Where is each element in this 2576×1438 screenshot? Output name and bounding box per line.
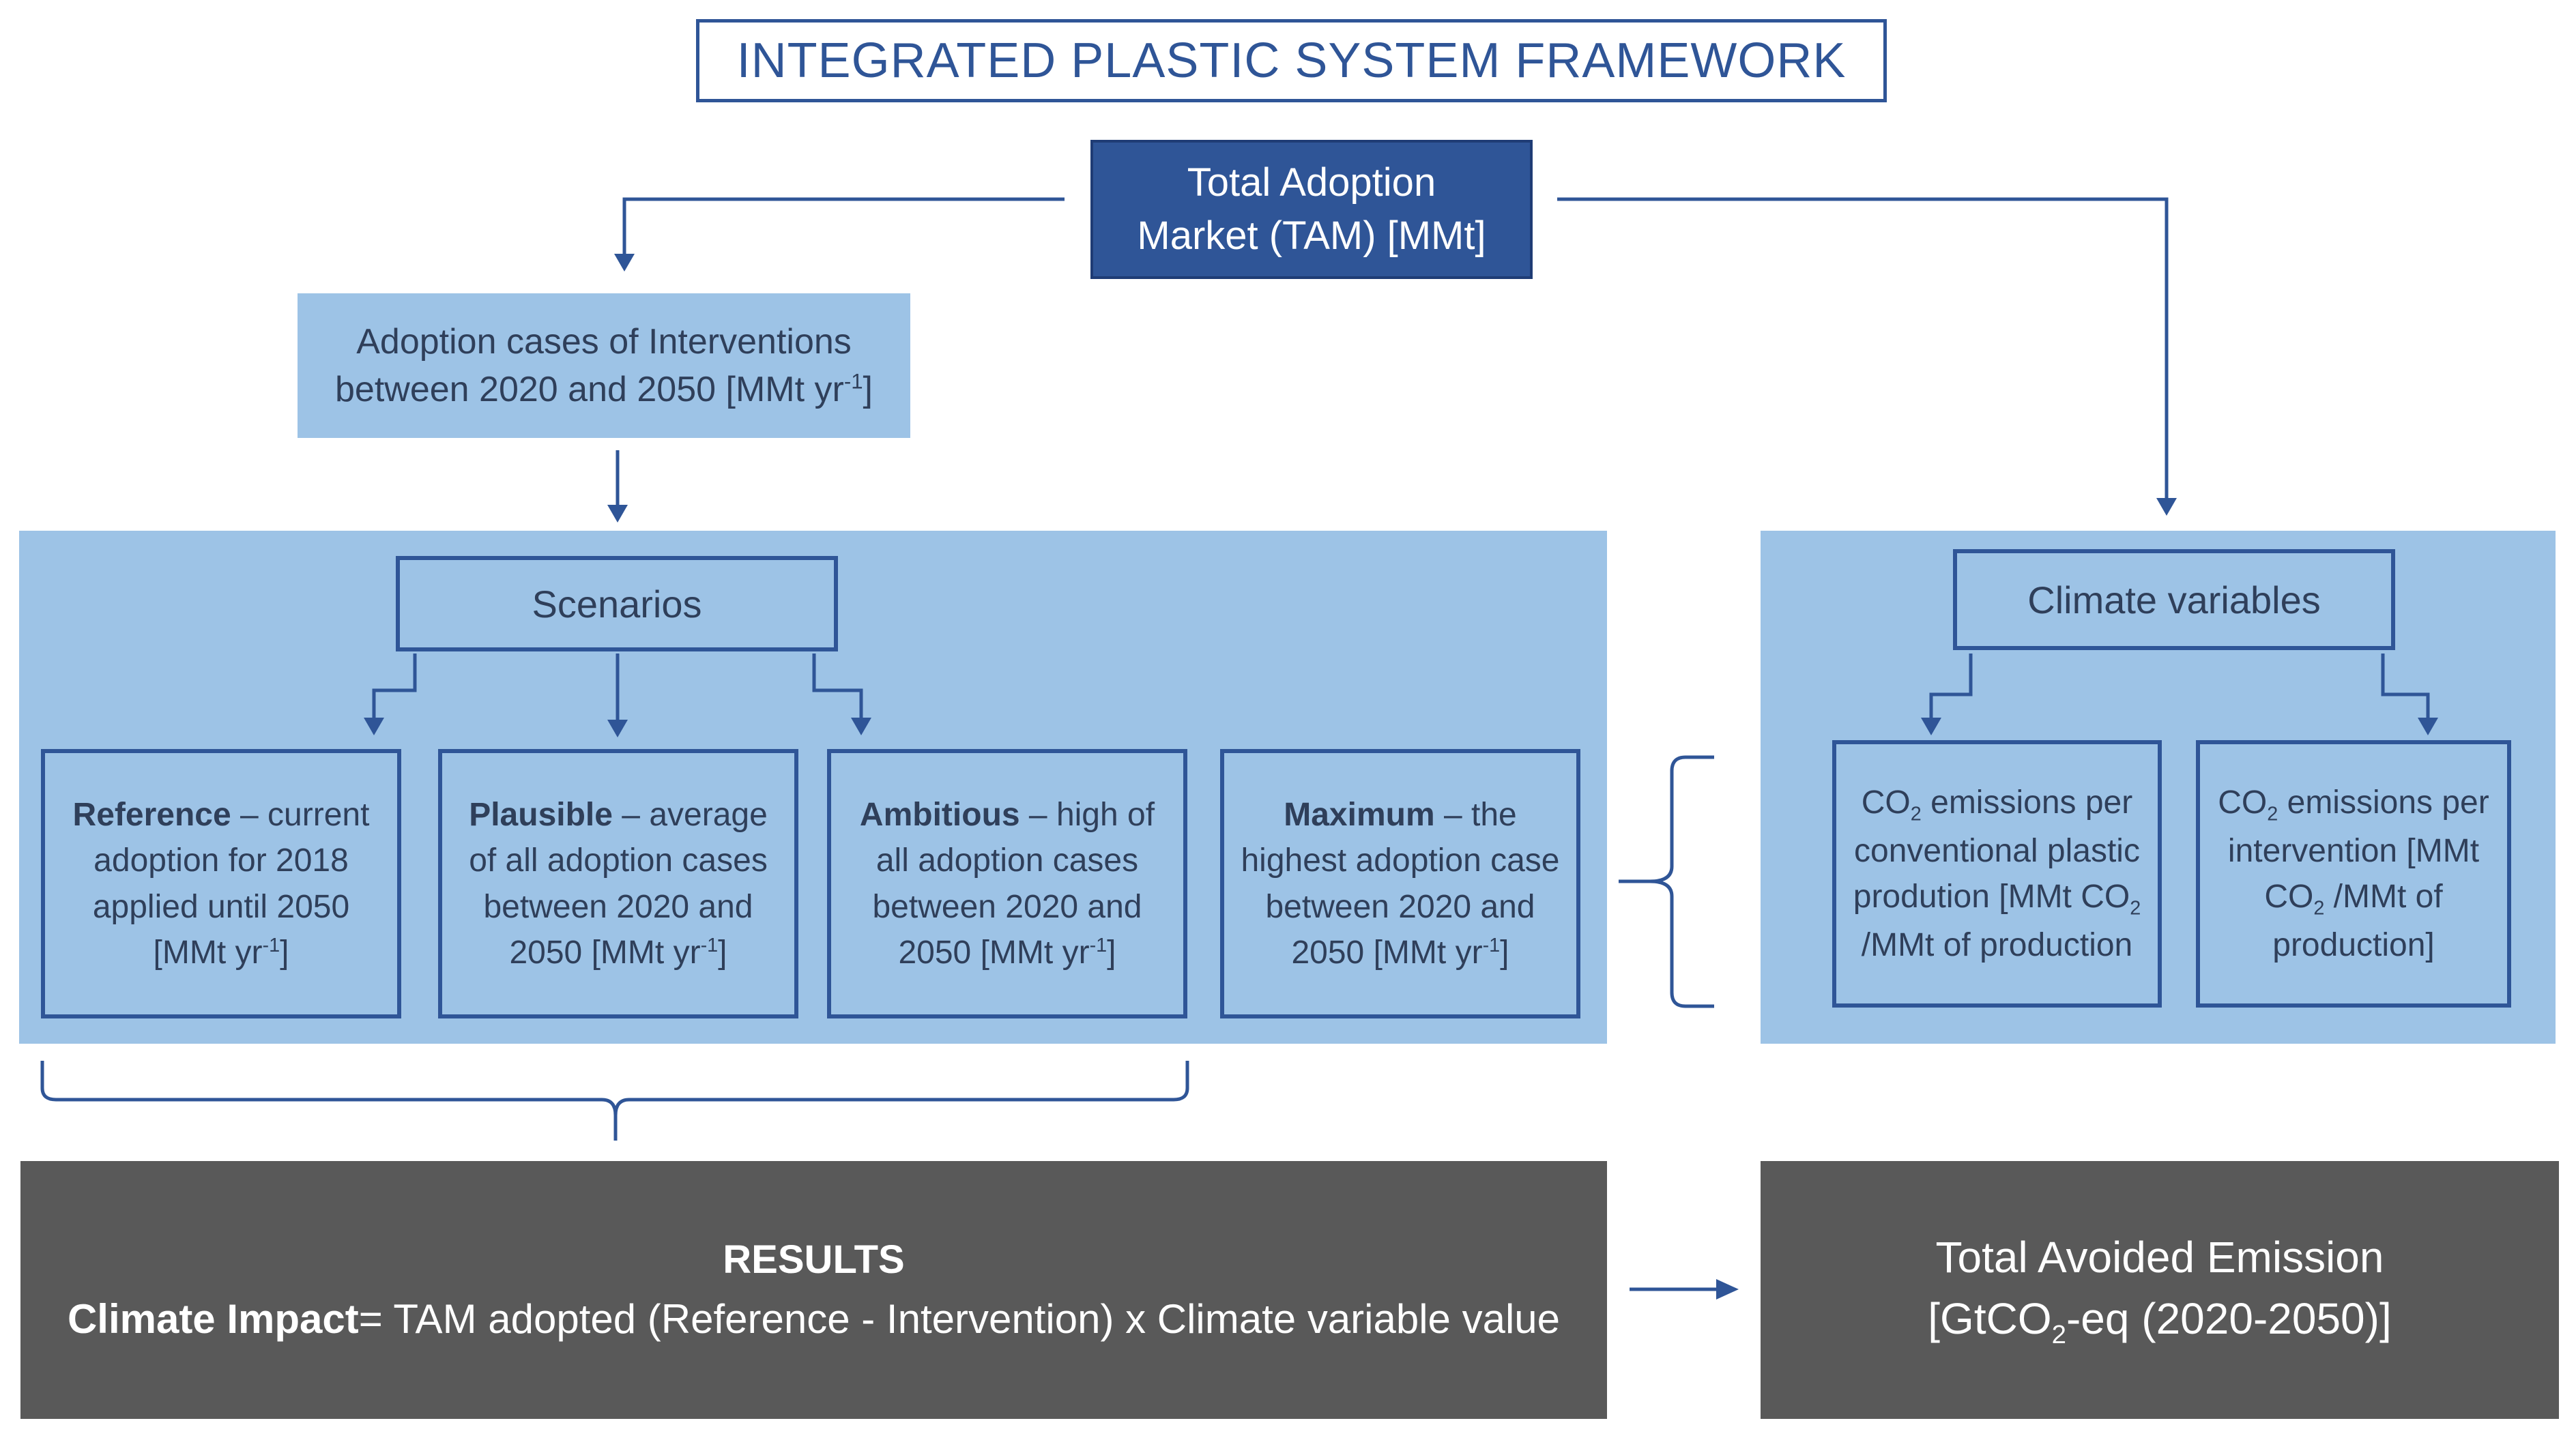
diagram-title-text: INTEGRATED PLASTIC SYSTEM FRAMEWORK [736, 33, 1847, 88]
climate-conventional-box: CO2 emissions per conventional plastic p… [1832, 740, 2162, 1008]
results-title: RESULTS [723, 1237, 905, 1282]
tam-line1: Total Adoption [1187, 160, 1436, 205]
total-line1: Total Avoided Emission [1935, 1232, 2384, 1282]
adoption-cases-box: Adoption cases of Interventions between … [298, 293, 910, 438]
connector-scen-right [812, 654, 863, 720]
scenario-brace [40, 1061, 1189, 1141]
tam-box: Total Adoption Market (TAM) [MMt] [1090, 140, 1533, 279]
arrowhead-scenarios-panel [607, 505, 628, 523]
scenario-ambitious: Ambitious – high of all adoption cases b… [827, 749, 1187, 1018]
arrowhead-total [1716, 1279, 1739, 1300]
connector-scen-left [372, 654, 417, 720]
results-formula: Climate Impact= TAM adopted (Reference -… [67, 1295, 1561, 1342]
arrowhead-clim-left [1921, 718, 1941, 735]
scenarios-header: Scenarios [396, 556, 838, 651]
connector-clim-left [1929, 654, 1973, 720]
scenario-plausible-name: Plausible [469, 797, 613, 834]
diagram-title: INTEGRATED PLASTIC SYSTEM FRAMEWORK [696, 19, 1887, 102]
arrowhead-scen-right [851, 718, 871, 735]
adoption-line1: Adoption cases of Interventions [356, 321, 852, 362]
climate-impact-label: Climate Impact [67, 1295, 359, 1342]
scenarios-panel [19, 531, 1607, 1044]
scenario-ambitious-name: Ambitious [859, 797, 1020, 834]
scenario-reference-name: Reference [72, 797, 231, 834]
total-avoided-emission-box: Total Avoided Emission [GtCO2-eq (2020-2… [1761, 1161, 2559, 1419]
arrowhead-adoption [614, 254, 635, 272]
scenarios-header-text: Scenarios [532, 582, 702, 626]
connector-clim-right [2381, 654, 2430, 720]
arrowhead-scen-mid [607, 720, 628, 737]
climate-intervention-box: CO2 emissions per intervention [MMt CO2 … [2196, 740, 2511, 1008]
arrowhead-scen-left [364, 718, 384, 735]
climate-variables-header: Climate variables [1953, 549, 2395, 650]
arrowhead-climate [2156, 498, 2177, 516]
scenario-maximum-name: Maximum [1284, 797, 1435, 834]
tam-line2: Market (TAM) [MMt] [1137, 214, 1486, 258]
scenario-plausible: Plausible – average of all adoption case… [438, 749, 798, 1018]
connector-tam-adoption [622, 197, 1065, 256]
results-box: RESULTS Climate Impact= TAM adopted (Ref… [20, 1161, 1607, 1419]
climate-brace [1619, 755, 1714, 1008]
climate-header-text: Climate variables [2027, 578, 2321, 621]
connector-tam-climate [1557, 197, 2169, 501]
adoption-line2: between 2020 and 2050 [MMt yr-1] [335, 369, 873, 409]
total-line2: [GtCO2-eq (2020-2050)] [1928, 1293, 2392, 1349]
scenario-reference: Reference – current adoption for 2018 ap… [41, 749, 401, 1018]
arrowhead-clim-right [2418, 718, 2438, 735]
scenario-maximum: Maximum – the highest adoption case betw… [1220, 749, 1580, 1018]
